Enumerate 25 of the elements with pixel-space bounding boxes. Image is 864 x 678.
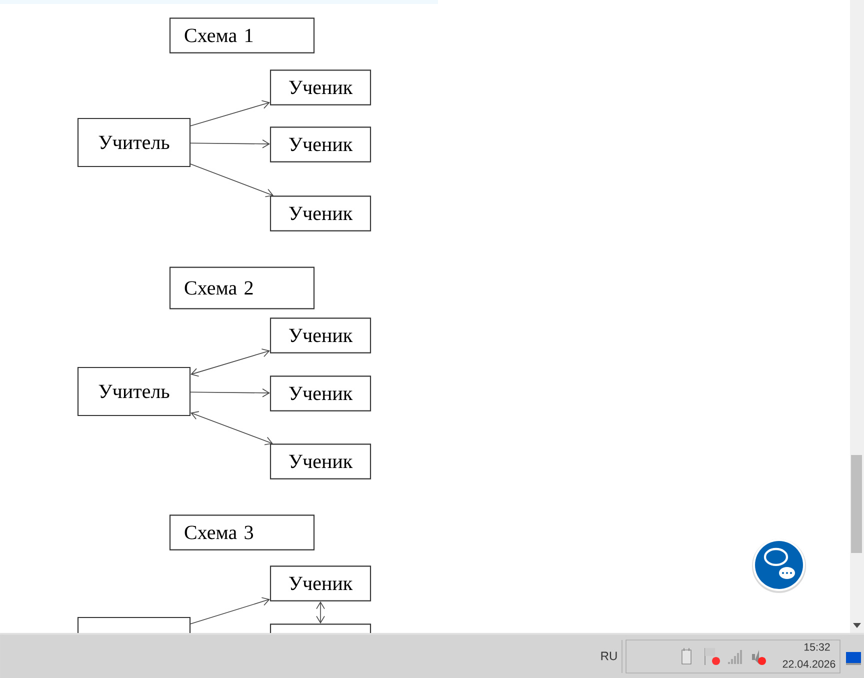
name-box: Ученик <box>270 126 372 162</box>
tray-label: 15:32 <box>804 643 830 651</box>
arrow <box>190 100 270 126</box>
arrow <box>190 388 270 398</box>
name-box: Ученик <box>270 196 372 232</box>
arrow <box>190 139 270 148</box>
name-box: Ученик <box>270 444 372 480</box>
tray-label: 22.04.2026 <box>782 660 836 668</box>
name-box: Ученик <box>270 318 372 354</box>
arrow <box>190 348 270 377</box>
arrow <box>190 411 273 446</box>
arrow <box>190 597 270 624</box>
name-box: Ученик <box>270 376 372 412</box>
title-box: Схема 3 <box>169 514 315 550</box>
name-box: Ученик <box>270 566 372 602</box>
name-box: Учитель <box>77 118 191 168</box>
arrow <box>190 164 274 198</box>
tray-label: RU <box>601 652 617 660</box>
title-box: Схема 1 <box>169 18 315 54</box>
title-box: Схема 2 <box>169 266 315 310</box>
arrow <box>316 601 325 624</box>
name-box: Учитель <box>77 366 191 416</box>
empty-box <box>270 624 372 633</box>
empty-box <box>77 616 191 633</box>
name-box: Ученик <box>270 70 372 106</box>
